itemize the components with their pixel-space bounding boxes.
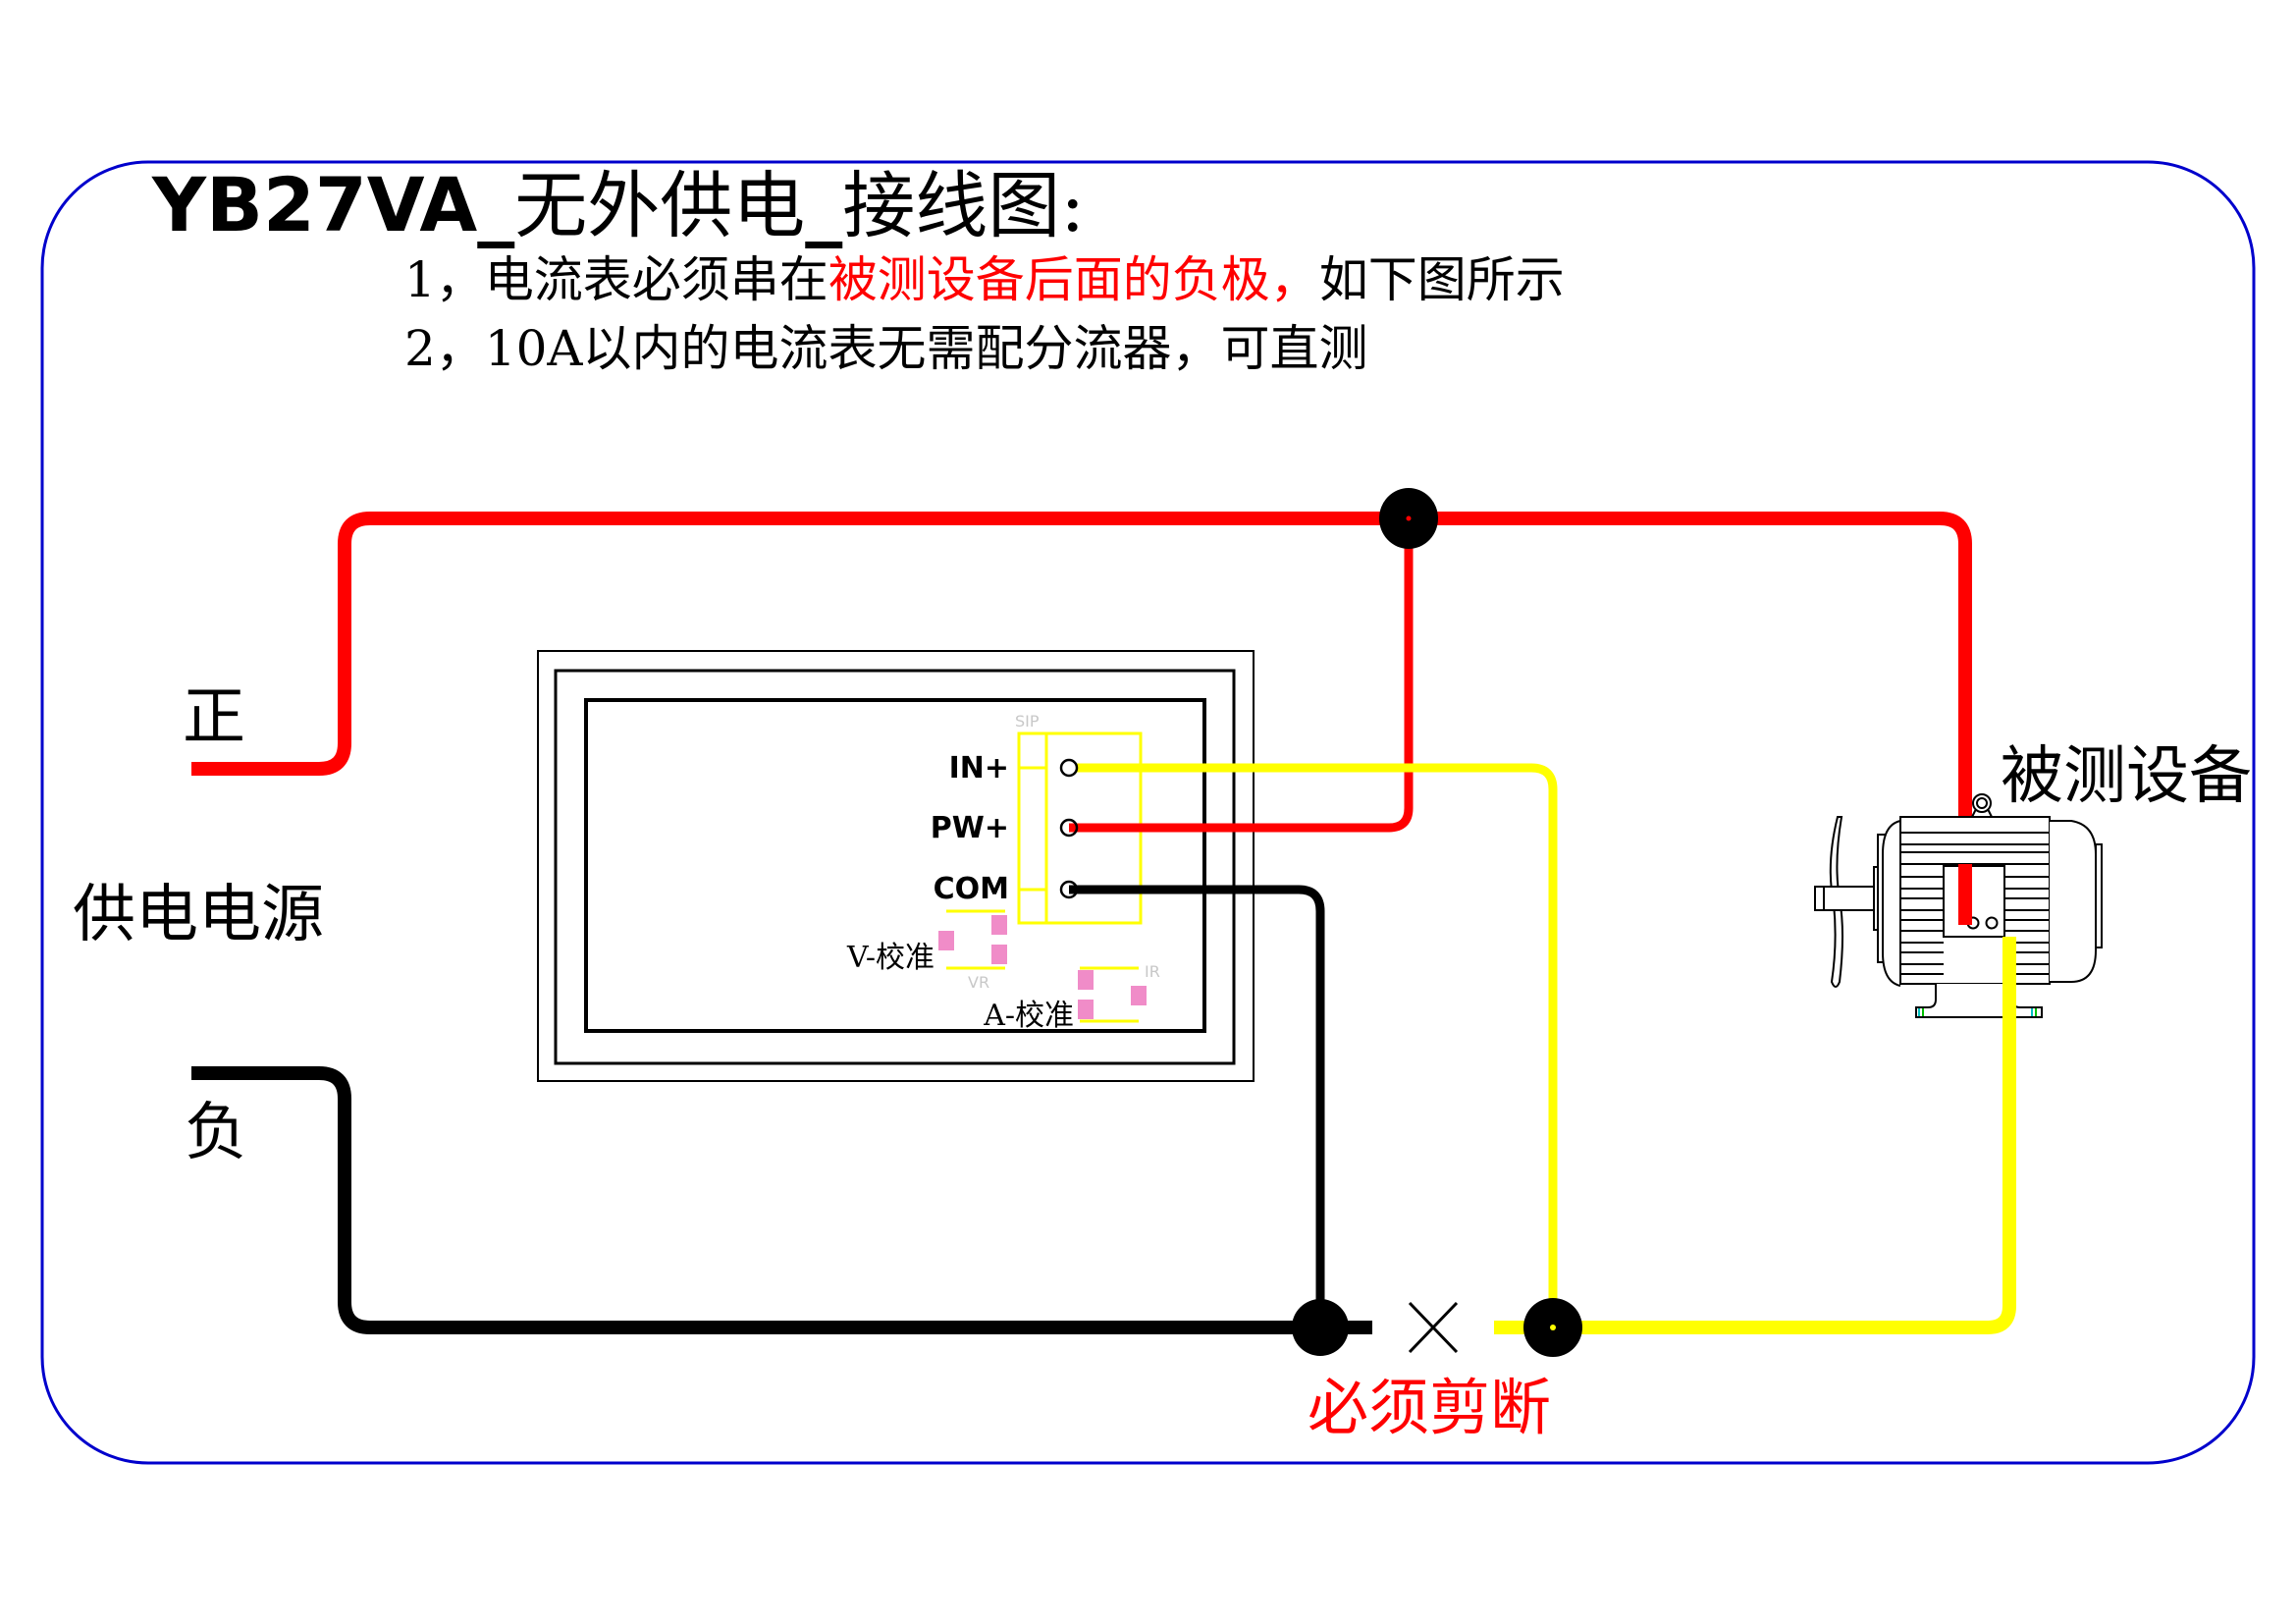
page-border: [40, 160, 2256, 1465]
motor-icon: [1814, 793, 2103, 1018]
wire-positive-main: [191, 512, 1972, 925]
terminal-in-plus: [1059, 758, 1079, 778]
note-2: 2，10A以内的电流表无需配分流器，可直测: [404, 320, 1368, 377]
terminal-com: [1059, 880, 1079, 899]
meter-mid-frame: [554, 669, 1236, 1065]
a-cal-silk: IR: [1145, 962, 1160, 981]
cross-mark-icon: [1408, 1301, 1459, 1354]
positive-label: 正: [183, 681, 245, 754]
terminal-label-pw-plus: PW+: [931, 811, 1009, 845]
junction-positive: [1379, 488, 1438, 549]
cut-warning-label: 必须剪断: [1308, 1372, 1551, 1443]
power-supply-label: 供电电源: [73, 879, 324, 951]
wire-com: [1069, 885, 1325, 1327]
meter-outer-frame: [537, 650, 1255, 1082]
v-calibration-pot: VR: [938, 909, 1007, 992]
device-label: 被测设备: [2001, 740, 2252, 813]
page-title: YB27VA_无外供电_接线图:: [151, 161, 1085, 248]
a-calibration-pot: IR: [1078, 962, 1160, 1023]
terminal-label-com: COM: [934, 872, 1009, 906]
terminal-label-in-plus: IN+: [949, 751, 1009, 785]
negative-label: 负: [185, 1097, 247, 1169]
v-cal-silk: VR: [968, 973, 989, 992]
wire-pw-plus: [1069, 518, 1414, 833]
v-calibration-label: V-校准: [846, 941, 934, 975]
connector-silk: SIP: [1015, 712, 1040, 731]
note-1: 1，电流表必须串在被测设备后面的负极，如下图所示: [404, 251, 1565, 308]
wire-in-plus: [1069, 763, 1558, 1327]
wire-device-negative: [1494, 937, 2016, 1334]
junction-negative: [1292, 1299, 1349, 1356]
terminal-pw-plus: [1059, 818, 1079, 838]
junction-device-negative: [1523, 1298, 1582, 1357]
wire-negative-main: [191, 1066, 1372, 1334]
meter-board: [584, 698, 1206, 1033]
meter: SIP IN+ PW+ COM VR V-校准 IR A-校准: [537, 650, 1255, 1082]
a-calibration-label: A-校准: [983, 999, 1074, 1033]
